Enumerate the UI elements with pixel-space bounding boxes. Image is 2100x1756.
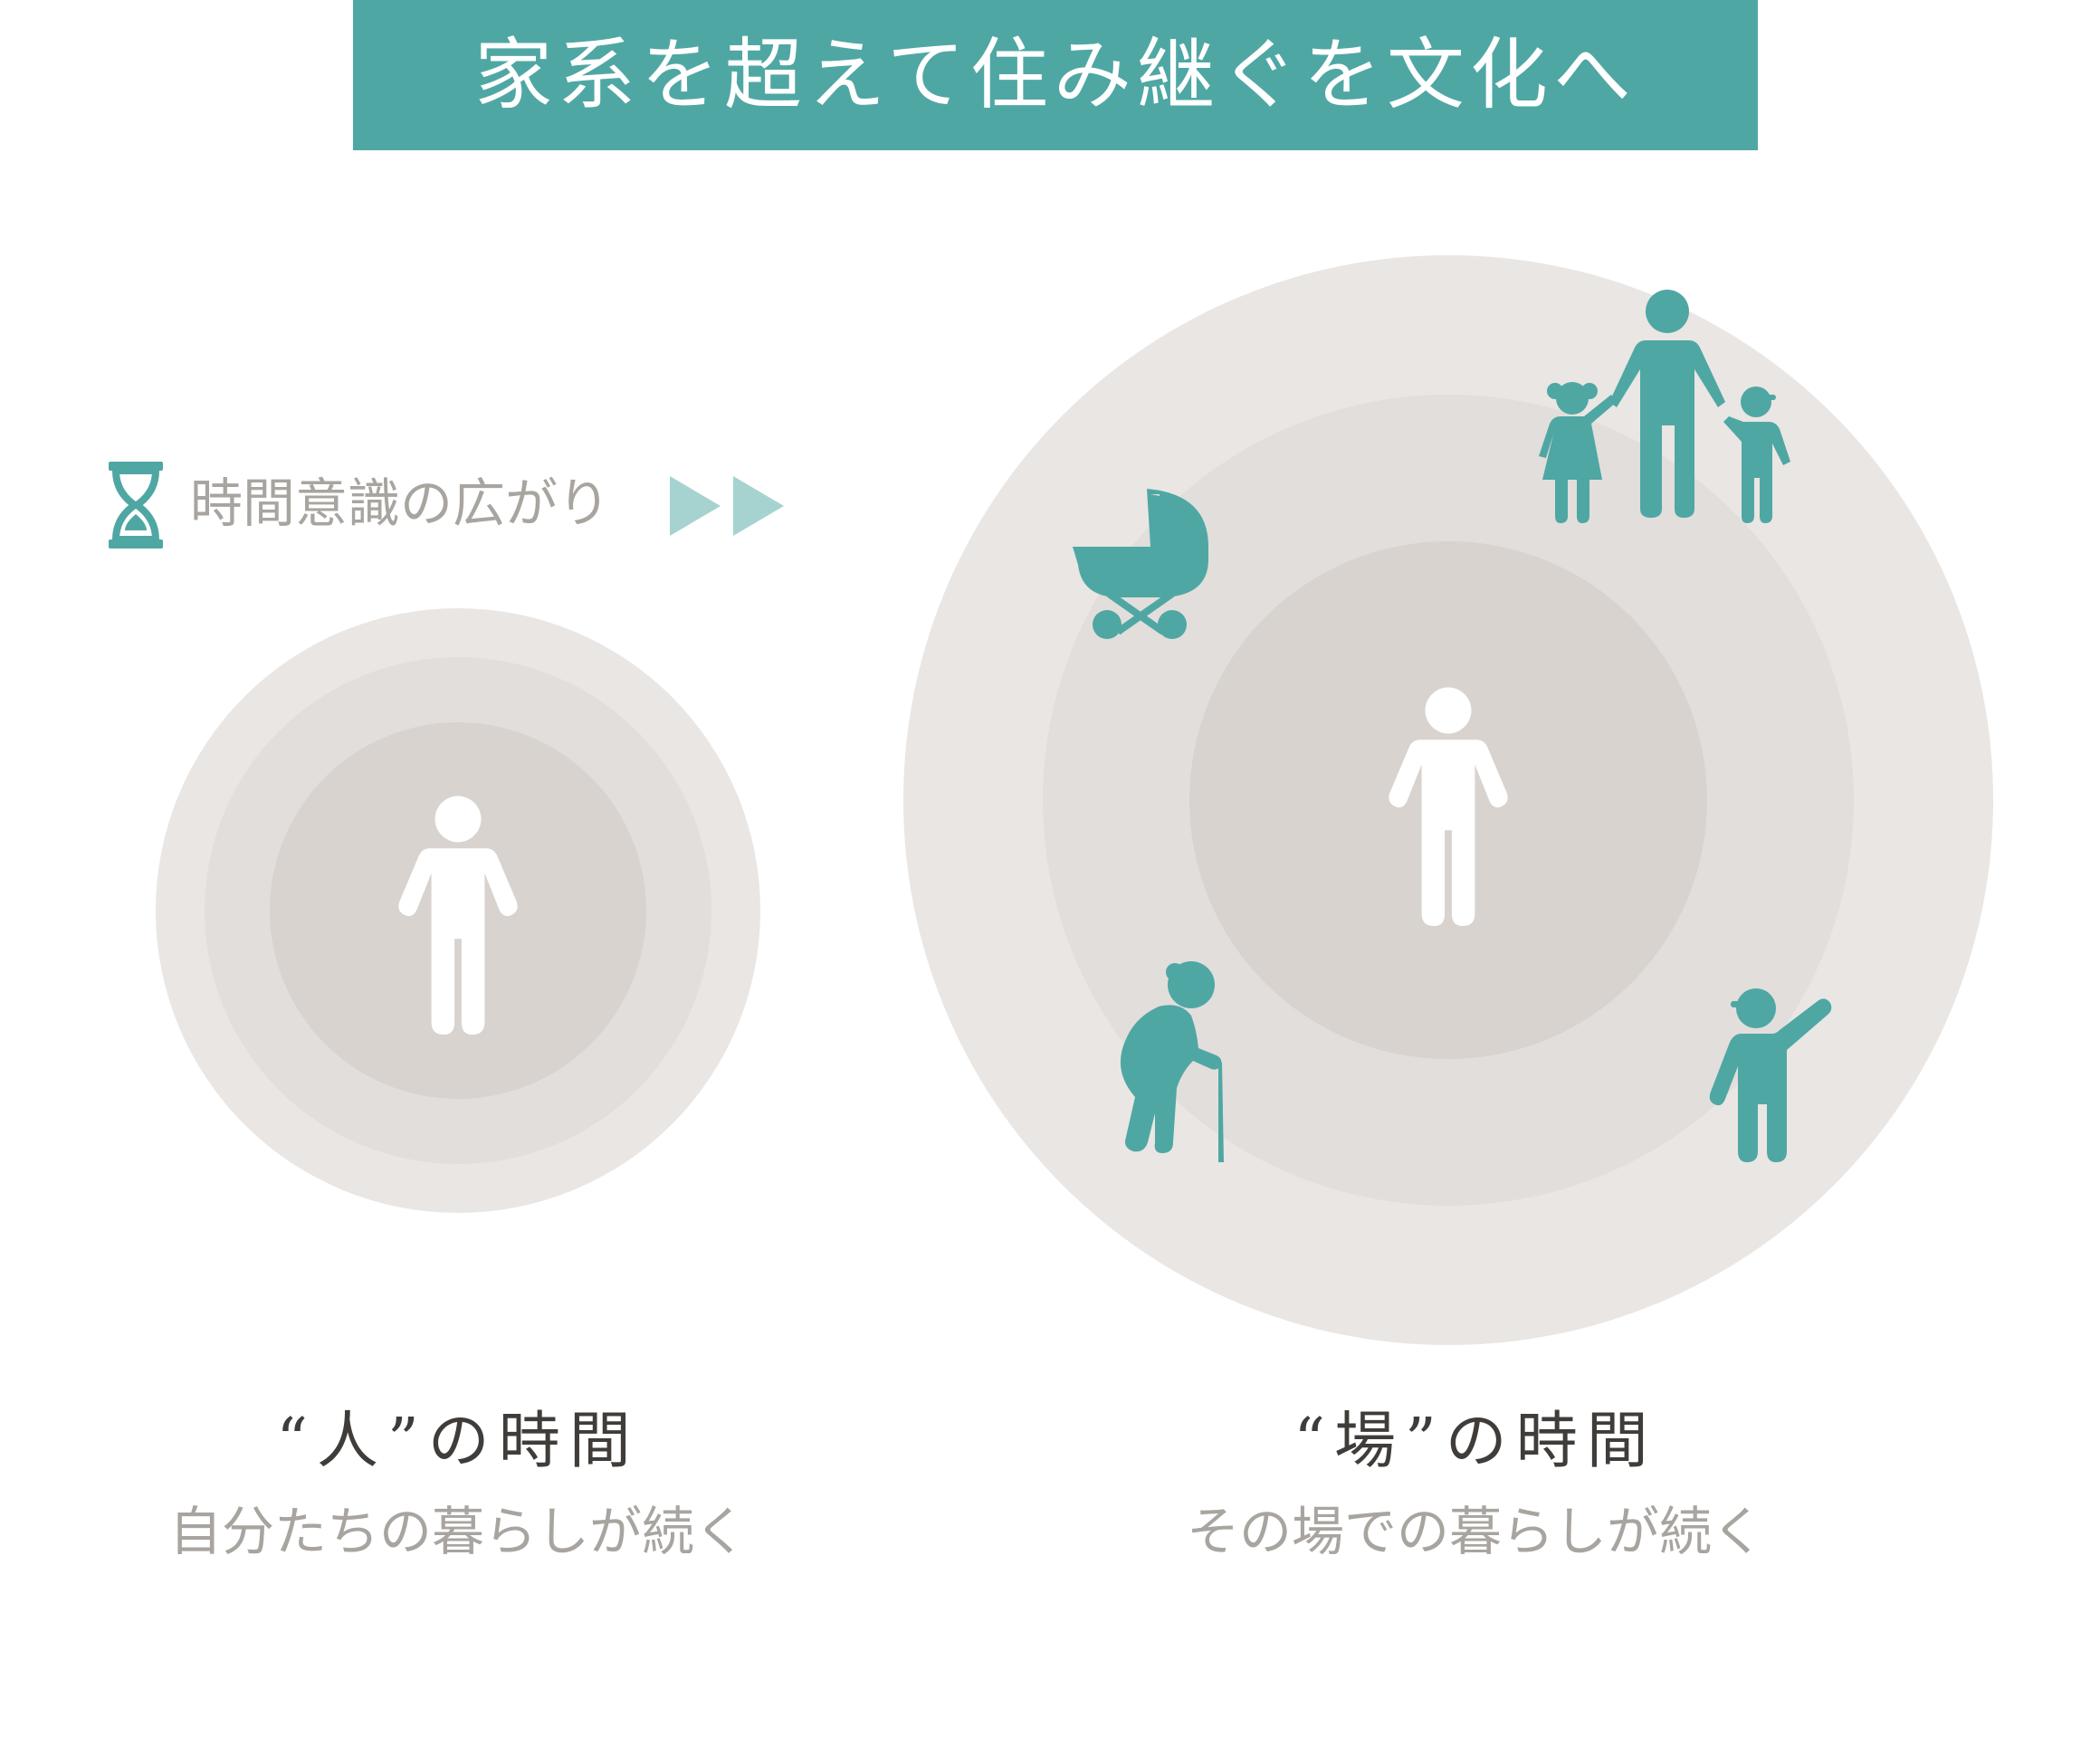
left-caption-title: “人”の時間: [276, 1406, 640, 1477]
legend-label: 時間意識の広がり: [190, 472, 611, 534]
right-caption-title: “場”の時間: [1293, 1406, 1657, 1477]
left-caption: “人”の時間 自分たちの暮らしが続く: [141, 1405, 775, 1563]
hourglass-icon: [109, 462, 163, 549]
baby-stroller-icon: [1073, 489, 1208, 639]
double-arrow-icon: [670, 476, 784, 536]
child-waving-icon: [1709, 988, 1832, 1162]
left-rings: [156, 608, 760, 1213]
elderly-person-icon: [1120, 961, 1224, 1162]
title-banner: 家系を超えて住み継ぐを文化へ: [353, 0, 1758, 150]
left-caption-subtitle: 自分たちの暮らしが続く: [168, 1500, 747, 1562]
banner-title: 家系を超えて住み継ぐを文化へ: [474, 30, 1637, 120]
time-awareness-legend: 時間意識の広がり: [107, 460, 813, 550]
family-icon: [1539, 290, 1790, 523]
right-rings: [903, 255, 1993, 1345]
right-caption: “場”の時間 その場での暮らしが続く: [1159, 1405, 1792, 1563]
right-caption-subtitle: その場での暮らしが続く: [1186, 1500, 1764, 1562]
